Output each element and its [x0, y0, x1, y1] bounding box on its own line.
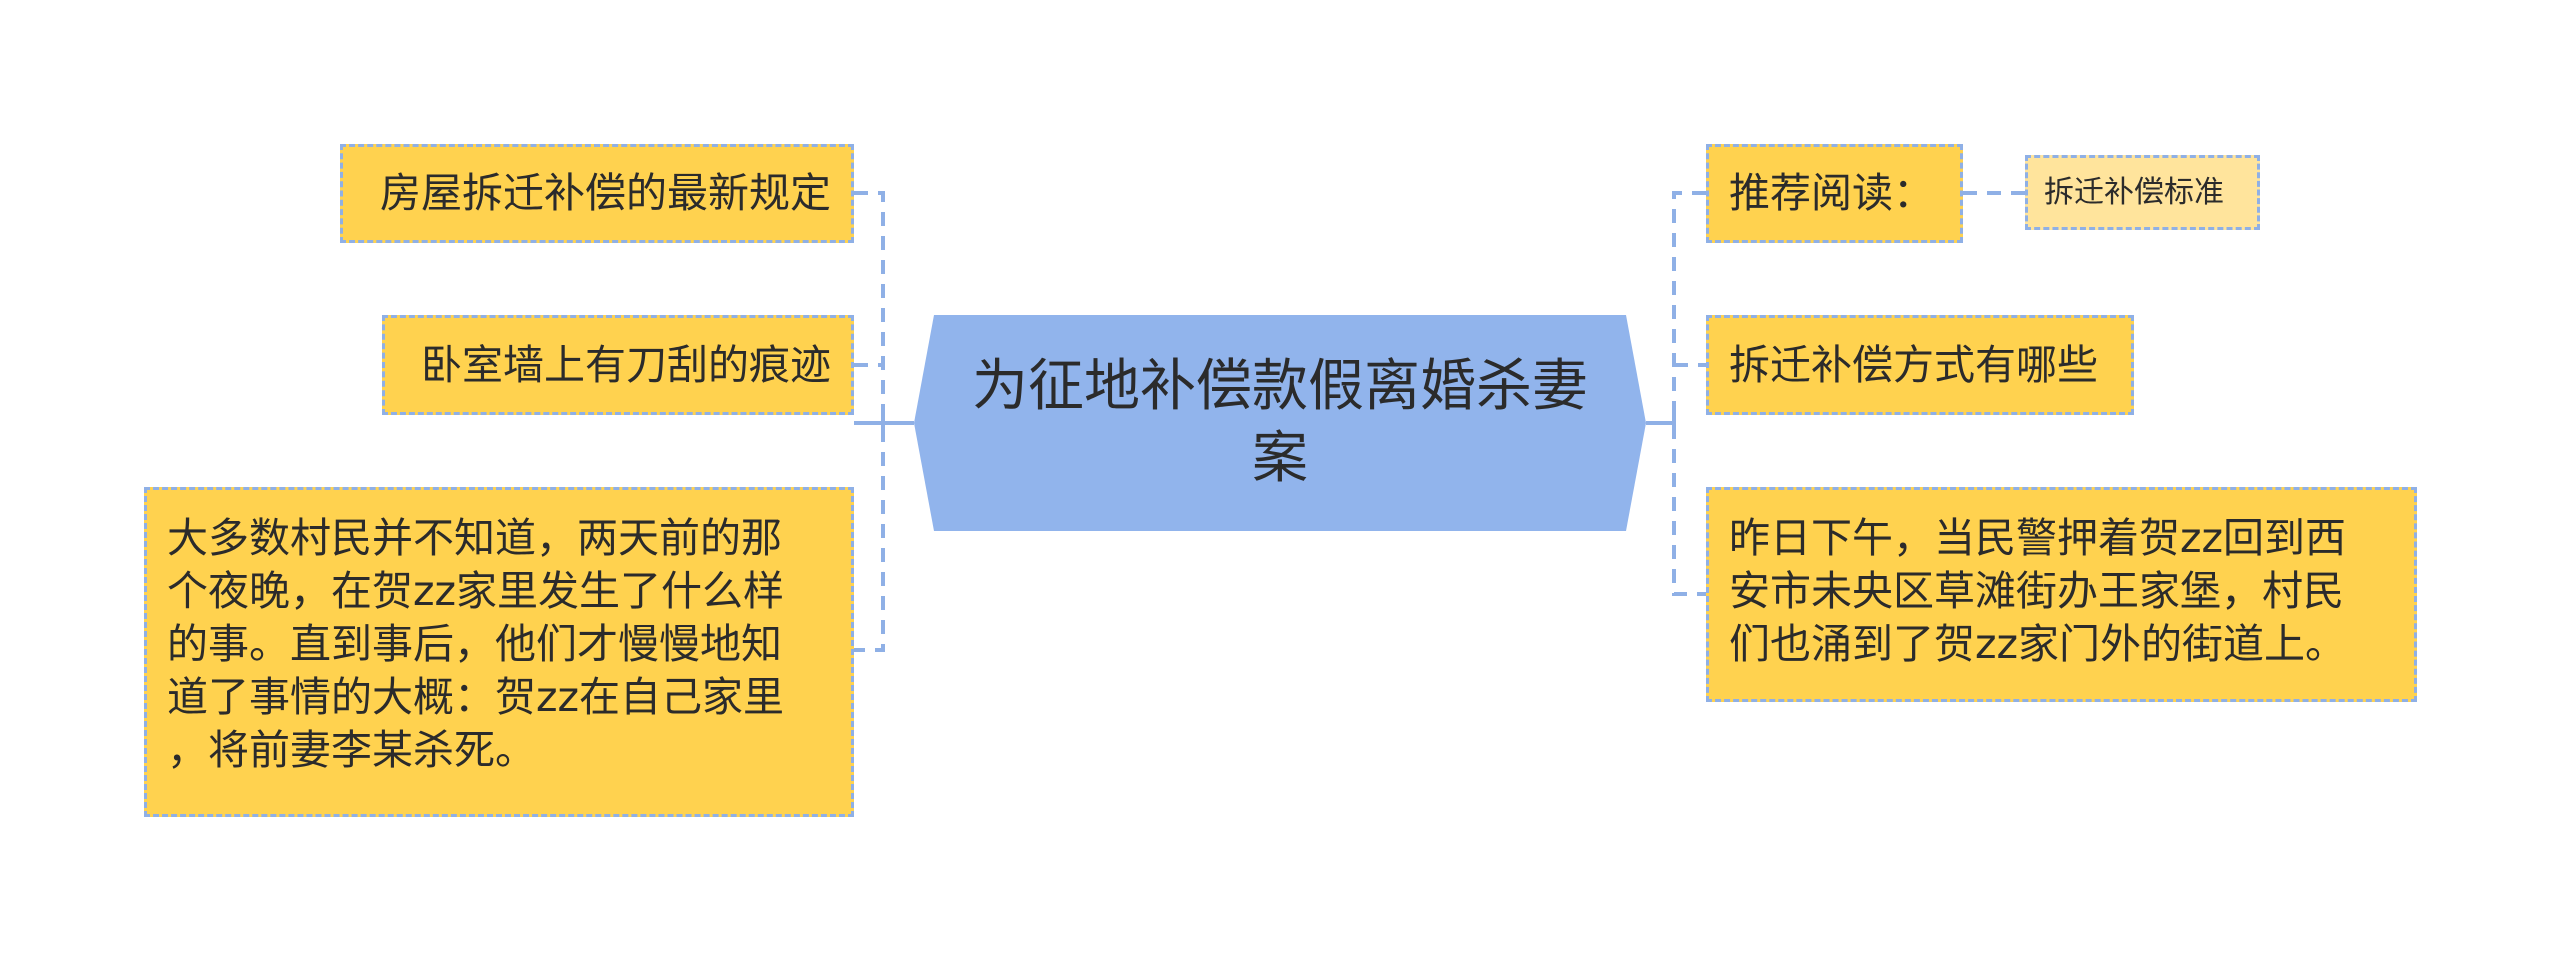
- node-text-line: 们也涌到了贺zz家门外的街道上。: [1729, 620, 2347, 668]
- node-text-line: ，将前妻李某杀死。: [167, 726, 536, 774]
- left-node-villagers-story[interactable]: 大多数村民并不知道，两天前的那 个夜晚，在贺zz家里发生了什么样 的事。直到事后…: [144, 487, 854, 817]
- right-node-compensation-methods[interactable]: 拆迁补偿方式有哪些: [1706, 315, 2134, 415]
- node-text-line: 昨日下午，当民警押着贺zz回到西: [1729, 514, 2347, 562]
- node-label: 拆迁补偿方式有哪些: [1729, 340, 2098, 389]
- node-text-line: 道了事情的大概：贺zz在自己家里: [167, 673, 785, 721]
- node-label: 卧室墙上有刀刮的痕迹: [421, 340, 831, 389]
- central-topic-line: 为征地补偿款假离婚杀妻: [972, 354, 1588, 419]
- central-topic-shape: [914, 315, 1646, 531]
- node-label: 拆迁补偿标准: [2044, 175, 2224, 210]
- node-text-line: 个夜晚，在贺zz家里发生了什么样: [167, 567, 785, 615]
- node-text-line: 的事。直到事后，他们才慢慢地知: [167, 620, 782, 668]
- left-node-bedroom-wall[interactable]: 卧室墙上有刀刮的痕迹: [382, 315, 854, 415]
- right-node-police-escort[interactable]: 昨日下午，当民警押着贺zz回到西 安市未央区草滩街办王家堡，村民 们也涌到了贺z…: [1706, 487, 2417, 702]
- node-label: 推荐阅读：: [1729, 169, 1934, 217]
- sub-node-compensation-standard[interactable]: 拆迁补偿标准: [2025, 155, 2260, 230]
- left-node-latest-regulations[interactable]: 房屋拆迁补偿的最新规定: [340, 144, 854, 243]
- right-node-recommended-reading[interactable]: 推荐阅读：: [1706, 144, 1963, 243]
- node-label: 房屋拆迁补偿的最新规定: [380, 169, 831, 217]
- central-topic-line: 案: [1252, 426, 1308, 491]
- node-text-line: 大多数村民并不知道，两天前的那: [167, 514, 782, 562]
- central-topic[interactable]: 为征地补偿款假离婚杀妻 案: [914, 315, 1646, 531]
- node-text-line: 安市未央区草滩街办王家堡，村民: [1729, 567, 2344, 615]
